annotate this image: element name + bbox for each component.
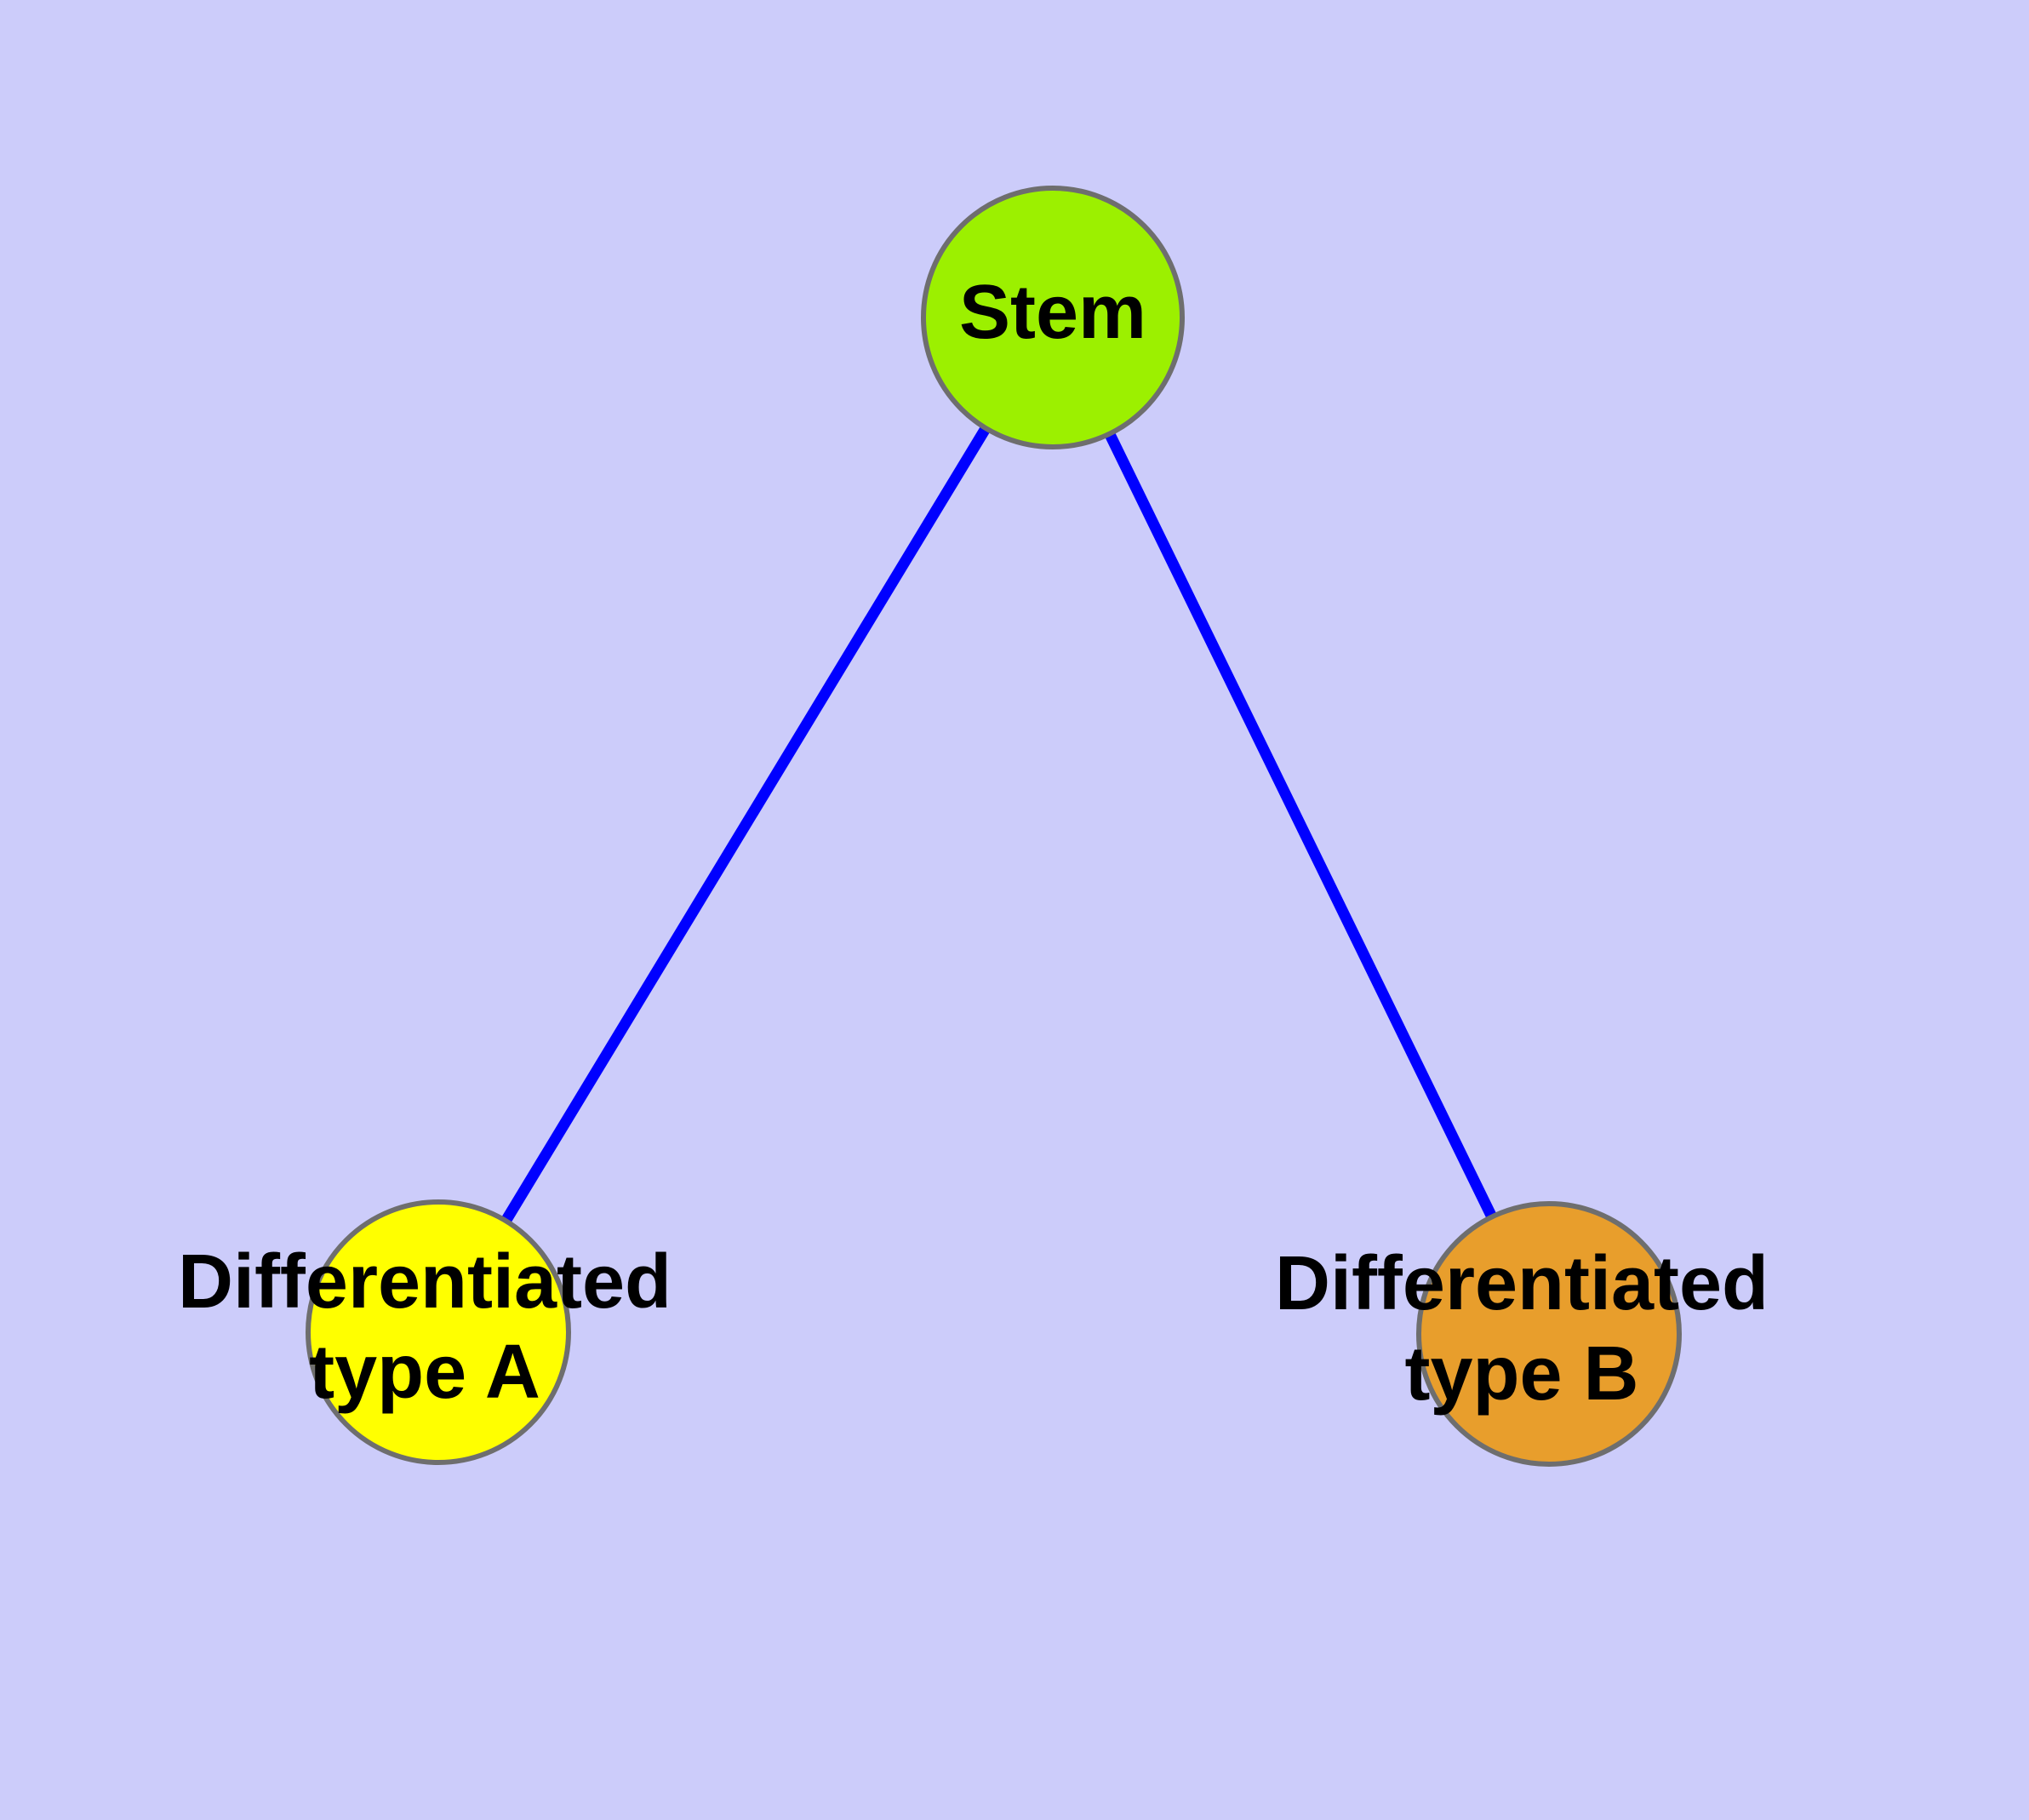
graph-node-stem[interactable] [921, 186, 1185, 449]
graph-node-diff_b[interactable] [1416, 1201, 1682, 1467]
node-circle-diff_b[interactable] [1416, 1201, 1682, 1467]
graph-node-diff_a[interactable] [306, 1199, 571, 1465]
node-circle-diff_a[interactable] [306, 1199, 571, 1465]
node-label-line: type A [309, 1330, 540, 1415]
node-label-line: Stem [959, 270, 1146, 355]
graph-edge-stem-to-diff_b[interactable] [1104, 431, 1497, 1220]
node-label-line: Differentiated [1275, 1241, 1769, 1326]
graph-edge-stem-to-diff_a[interactable] [500, 425, 991, 1224]
node-circle-stem[interactable] [921, 186, 1185, 449]
node-label-line: Differentiated [178, 1239, 672, 1325]
edges-layer [500, 425, 1497, 1224]
node-label-stem: Stem [959, 270, 1146, 355]
node-label-line: type B [1404, 1331, 1638, 1417]
